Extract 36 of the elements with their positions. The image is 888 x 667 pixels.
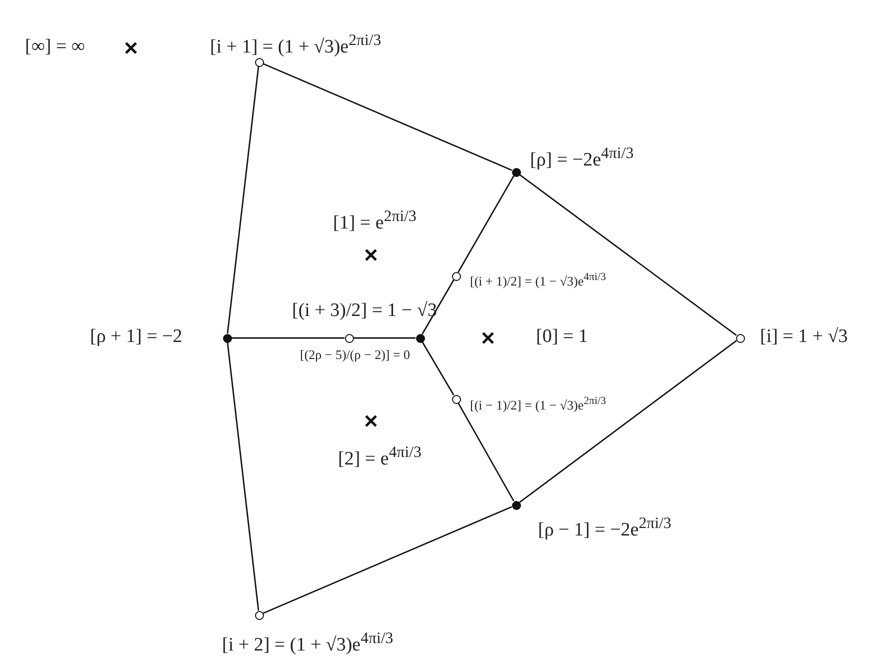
vertex-label: [i] = 1 + √3 (760, 326, 848, 348)
vertex-label: [(i − 1)/2] = (1 − √3)e$^{2πi/3}$ (470, 394, 606, 414)
edge-line (262, 63, 512, 171)
point-label: [∞] = ∞ (25, 36, 85, 58)
vertex-label: [i + 1] = (1 + √3)e$^{2πi/3}$ (210, 31, 382, 58)
vertex-label: [(i + 3)/2] = 1 − √3 (292, 300, 437, 322)
edge-line (519, 174, 737, 336)
point-label: [0] = 1 (536, 326, 588, 348)
vertex-label: [ρ − 1] = −2e$^{2πi/3}$ (538, 514, 672, 542)
vertex-label: [ρ + 1] = −2 (90, 326, 182, 348)
edge-line (232, 337, 344, 339)
vertex-dot (222, 334, 232, 342)
edge-line (422, 342, 454, 396)
open-vertex-dot (452, 394, 460, 404)
open-vertex-dot (452, 272, 460, 280)
point-label: [1] = e$^{2πi/3}$ (333, 207, 416, 234)
edge-line (458, 402, 514, 502)
open-vertex-dot (254, 610, 264, 620)
vertex-label: [(2ρ − 5)/(ρ − 2)] = 0 (300, 346, 410, 364)
edge-line (458, 176, 514, 272)
vertex-dot (512, 500, 520, 510)
edge-line (262, 506, 512, 614)
open-vertex-dot (736, 334, 744, 342)
edge-line (519, 340, 737, 503)
vertex-label: [i + 2] = (1 + √3)e$^{4πi/3}$ (222, 629, 394, 656)
vertex-dot (416, 334, 424, 342)
point-label: [2] = e$^{4πi/3}$ (338, 443, 422, 470)
open-vertex-dot (344, 334, 354, 342)
vertex-label: [ρ] = −2e$^{4πi/3}$ (530, 144, 634, 172)
edge-line (422, 280, 454, 334)
edge-line (354, 337, 416, 339)
vertex-label: [(i + 1)/2] = (1 − √3)e$^{4πi/3}$ (470, 270, 606, 290)
vertex-dot (512, 168, 520, 176)
open-vertex-dot (254, 58, 264, 66)
edge-line (226, 342, 260, 611)
edge-line (226, 66, 260, 334)
